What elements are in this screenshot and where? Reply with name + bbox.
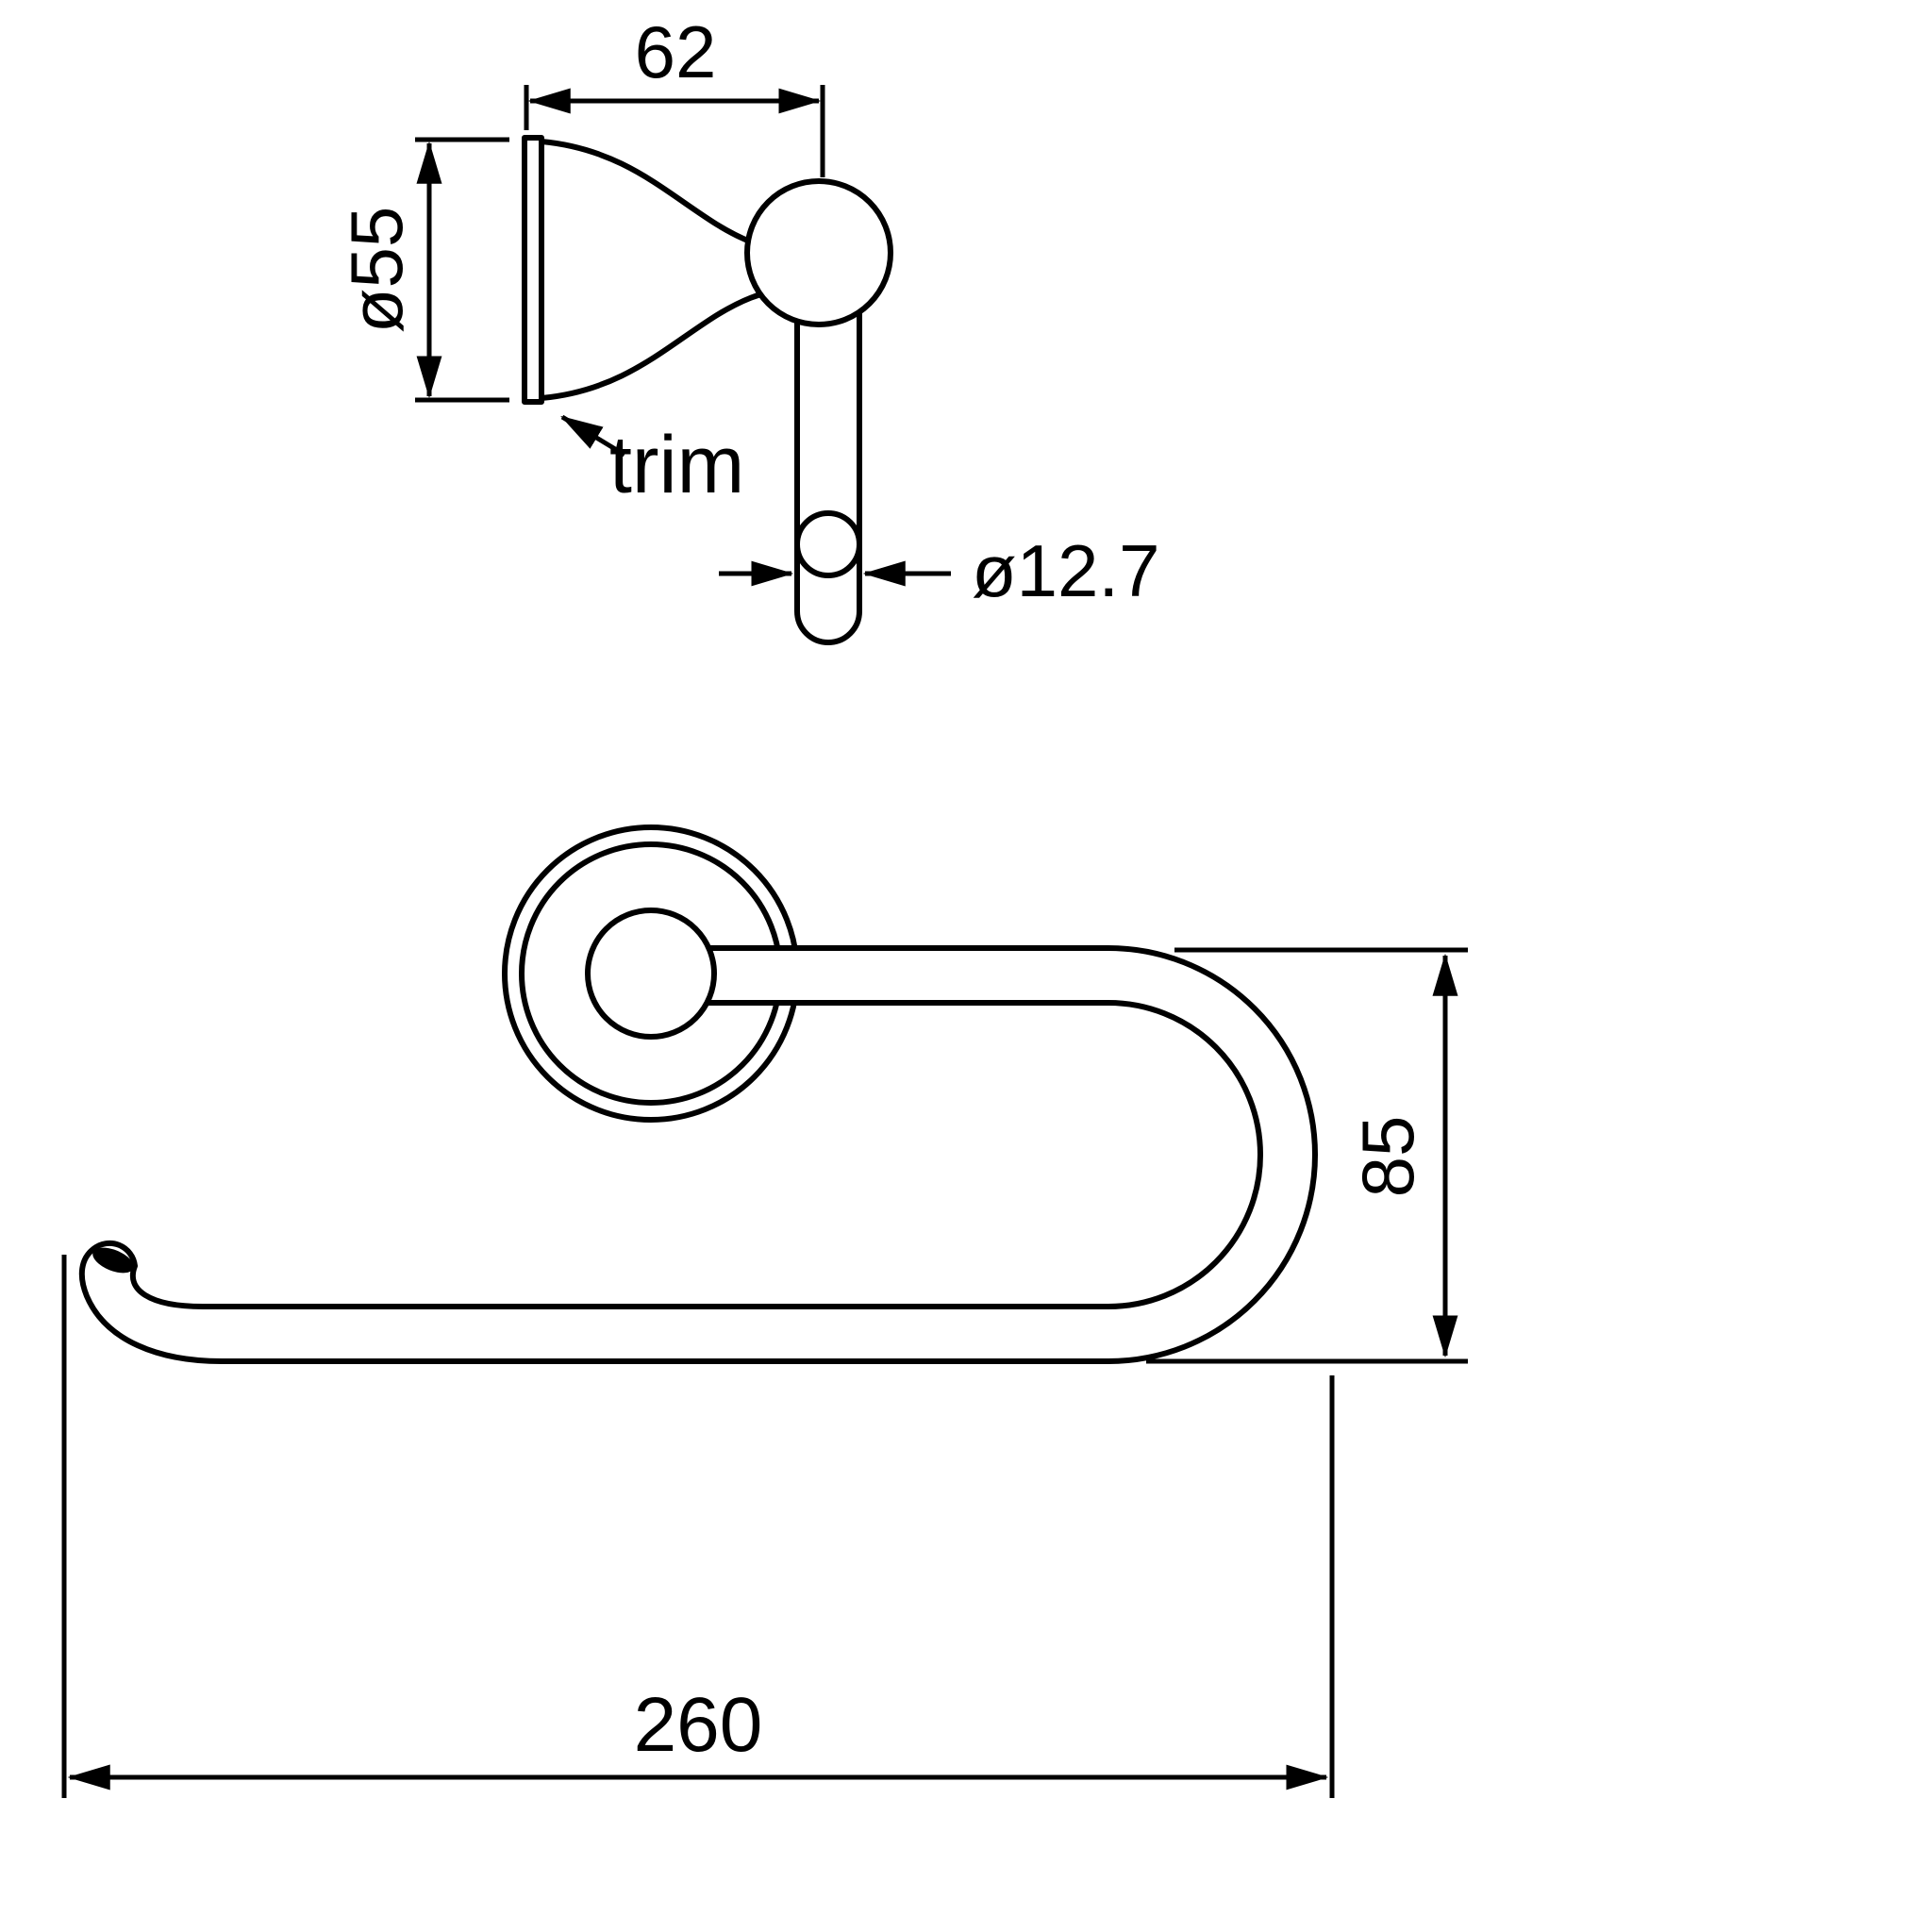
- trim-bell-bottom-curve: [539, 288, 780, 401]
- ball-joint: [744, 178, 893, 327]
- dimension-85: 85: [1146, 947, 1468, 1364]
- holder-arm: [794, 283, 862, 645]
- side-view: 62 ø55 trim ø12.7: [335, 10, 1159, 645]
- dimension-bar-diameter: ø12.7: [719, 529, 1159, 612]
- dimension-260: 260: [61, 1255, 1335, 1798]
- dim-85-label: 85: [1346, 1116, 1429, 1198]
- callout-arrow: [560, 414, 626, 458]
- dimension-trim-diameter: ø55: [335, 137, 509, 403]
- wall-plate-hub: [585, 908, 717, 1040]
- trim-flange: [522, 135, 544, 405]
- trim-label: trim: [609, 420, 744, 510]
- arm-ball-detail: [794, 510, 862, 578]
- front-view: 85 260: [61, 824, 1468, 1798]
- roll-holder-bar: [78, 945, 1318, 1364]
- dimension-62: 62: [524, 10, 825, 177]
- trim-bell-top-curve: [539, 139, 780, 252]
- dim-o12-7-label: ø12.7: [972, 529, 1159, 612]
- trim-callout: trim: [560, 414, 744, 510]
- dim-62-label: 62: [635, 10, 717, 93]
- bar-tip-endface: [92, 1247, 134, 1274]
- dim-260-label: 260: [634, 1682, 763, 1768]
- dim-o55-label: ø55: [335, 207, 418, 333]
